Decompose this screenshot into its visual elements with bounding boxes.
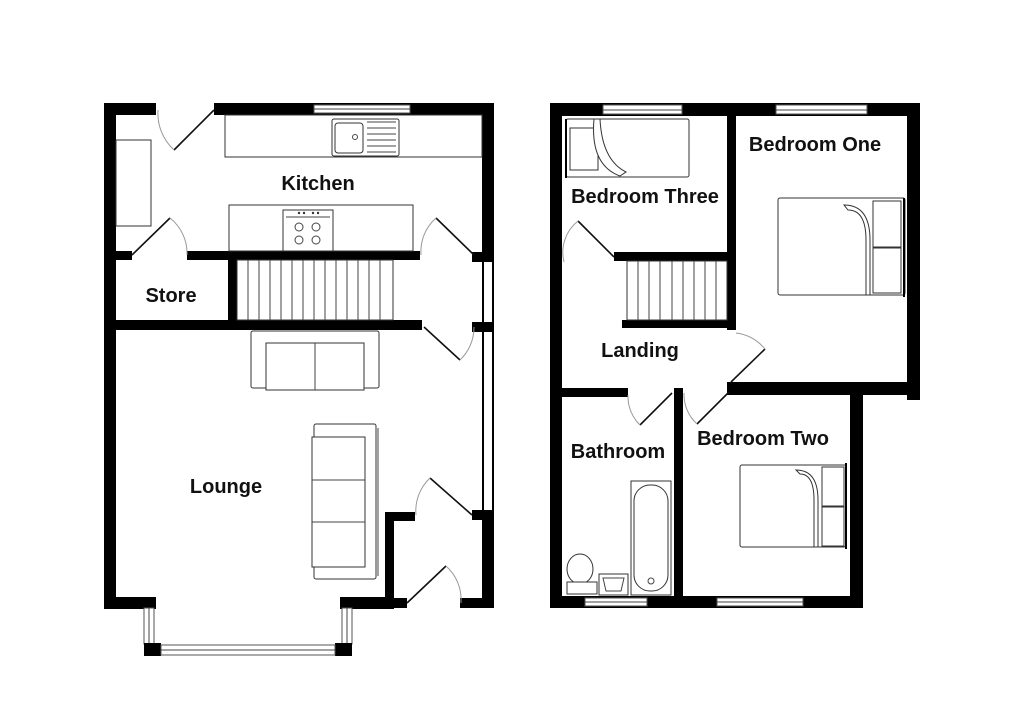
stairs-ground	[236, 259, 394, 321]
double-bed-icon	[739, 463, 847, 549]
basin-icon	[598, 573, 629, 596]
sink-icon	[331, 118, 400, 157]
wall-lounge-north	[104, 320, 422, 330]
wall-west	[104, 103, 116, 608]
door-store[interactable]	[131, 217, 188, 256]
wall-east-ff	[907, 103, 920, 400]
wall-north-left	[104, 103, 156, 115]
wall-porch-north	[385, 512, 415, 521]
room-label-bathroom: Bathroom	[571, 441, 665, 463]
room-label-kitchen: Kitchen	[281, 173, 354, 195]
single-bed-icon	[565, 118, 690, 178]
toilet-icon	[566, 553, 598, 595]
hob-icon	[282, 209, 334, 252]
room-label-bedroom-three: Bedroom Three	[571, 186, 719, 208]
room-label-lounge: Lounge	[190, 476, 262, 498]
sofa-three-seat-icon	[311, 423, 379, 580]
first-floor: Bedroom One Bedroom Three Landing Bathro…	[550, 103, 920, 608]
wall-store-north-left	[104, 251, 132, 260]
door-porch-inner[interactable]	[415, 477, 473, 516]
room-label-landing: Landing	[601, 340, 679, 362]
wall-store-north	[187, 251, 420, 260]
room-label-store: Store	[145, 285, 196, 307]
wall-store-east	[228, 251, 237, 330]
door-bedroom-one[interactable]	[730, 332, 766, 383]
kitchen-unit-west	[115, 139, 152, 227]
door-bedroom-three[interactable]	[562, 220, 615, 263]
room-label-bedroom-two: Bedroom Two	[697, 428, 829, 450]
ground-floor: Kitchen Store Lounge	[104, 103, 494, 656]
wall-west-ff	[550, 103, 562, 608]
double-bed-icon	[777, 197, 906, 297]
door-kitchen-back[interactable]	[157, 109, 215, 151]
door-front[interactable]	[406, 565, 462, 604]
door-lounge-hall[interactable]	[423, 326, 475, 361]
door-kitchen-hall[interactable]	[420, 217, 475, 256]
bath-icon	[630, 480, 672, 596]
door-bathroom[interactable]	[627, 392, 673, 426]
door-bedroom-two[interactable]	[683, 391, 730, 425]
sofa-two-seat-icon	[250, 330, 380, 391]
room-label-bedroom-one: Bedroom One	[749, 134, 881, 156]
stairs-first	[626, 260, 728, 321]
